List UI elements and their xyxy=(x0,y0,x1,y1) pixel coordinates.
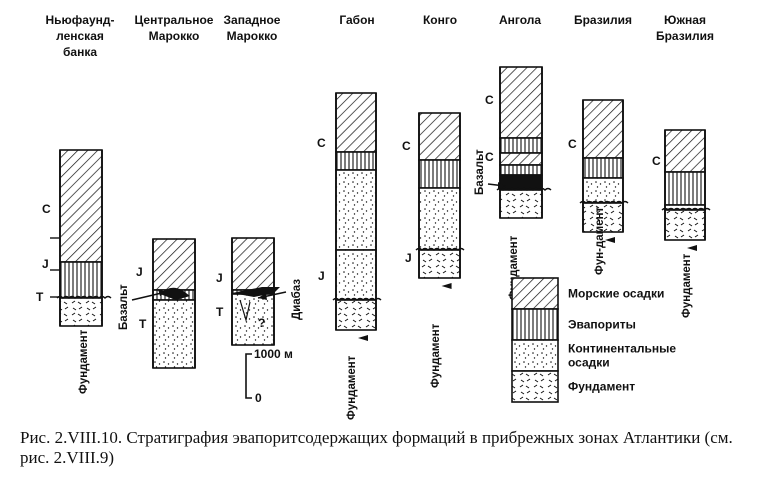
layer-basement xyxy=(335,299,377,331)
layer-continental xyxy=(152,299,196,369)
extra-label-angola: Базальт xyxy=(474,149,486,195)
basalt-arrow xyxy=(131,287,190,301)
age-label: J xyxy=(405,251,412,265)
layer-continental xyxy=(335,249,377,301)
layer-continental xyxy=(335,169,377,251)
age-label: C xyxy=(485,93,494,107)
column-title-brazil: Бразилия xyxy=(574,13,632,27)
legend-swatch-marine xyxy=(511,277,559,310)
column-title-newfoundland: ленская xyxy=(56,29,104,43)
column-title-south_brazil: Южная xyxy=(664,13,706,27)
legend-label-continental: осадки xyxy=(568,356,610,370)
scale-top-label: 1000 м xyxy=(254,347,293,361)
column-title-central_morocco: Центральное xyxy=(135,13,214,27)
layer-evaporite xyxy=(335,151,377,171)
layer-marine xyxy=(231,237,275,291)
layer-evaporite xyxy=(418,159,461,189)
layer-marine xyxy=(59,149,103,263)
age-label: C xyxy=(568,137,577,151)
layer-marine xyxy=(152,238,196,291)
layer-basement xyxy=(418,249,461,279)
side-label-central_morocco: Базальт xyxy=(118,284,130,330)
unconformity-line xyxy=(332,297,382,301)
diabase-arrow xyxy=(232,287,287,323)
scale-bottom-label: 0 xyxy=(255,391,262,405)
legend-swatch-evaporite xyxy=(511,308,559,341)
layer-evaporite xyxy=(582,157,624,179)
side-label-gabon: Фундамент xyxy=(346,355,358,420)
column-title-western_morocco: Марокко xyxy=(227,29,278,43)
layer-evaporite xyxy=(664,171,706,206)
layer-marine xyxy=(418,112,461,161)
layer-marine xyxy=(582,99,624,159)
layer-basement xyxy=(664,209,706,241)
arrow-marker xyxy=(441,283,452,289)
legend: Морские осадкиЭвапоритыКонтинентальныеос… xyxy=(511,277,676,403)
layer-continental xyxy=(231,293,275,346)
column-title-south_brazil: Бразилия xyxy=(656,29,714,43)
legend-label-continental: Континентальные xyxy=(568,342,676,356)
legend-swatch-basement xyxy=(511,370,559,403)
unconformity-line xyxy=(415,247,465,251)
side-label-brazil: Фун-дамент xyxy=(594,206,606,275)
legend-swatch-continental xyxy=(511,339,559,372)
layer-basement xyxy=(59,297,103,327)
layer-marine xyxy=(335,92,377,153)
age-label: C xyxy=(652,154,661,168)
column-title-angola: Ангола xyxy=(499,13,541,27)
arrow-marker xyxy=(358,335,368,341)
legend-label-basement: Фундамент xyxy=(568,380,635,394)
unconformity-line xyxy=(661,207,711,211)
unconformity-line xyxy=(579,200,629,204)
side-label-congo: Фундамент xyxy=(430,323,442,388)
age-label: ? xyxy=(258,316,265,330)
layer-evaporite xyxy=(59,261,103,299)
age-label: J xyxy=(42,257,49,271)
angola-basalt-arrow xyxy=(487,182,506,190)
age-label: C xyxy=(317,136,326,150)
figure-caption: Рис. 2.VIII.10. Стратиграфия эвапоритсод… xyxy=(20,428,733,467)
age-label: T xyxy=(36,290,44,304)
legend-label-marine: Морские осадки xyxy=(568,287,664,301)
layer-marine xyxy=(499,66,543,139)
age-label: C xyxy=(42,202,51,216)
age-label: J xyxy=(136,265,143,279)
column-title-central_morocco: Марокко xyxy=(149,29,200,43)
layer-marine xyxy=(664,129,706,173)
layer-marine xyxy=(499,152,543,166)
layer-continental xyxy=(418,187,461,251)
layer-evaporite xyxy=(499,137,543,154)
age-label: C xyxy=(485,150,494,164)
arrow-marker xyxy=(687,245,697,251)
layer-basalt xyxy=(499,174,543,191)
layer-basement xyxy=(499,189,543,219)
column-title-congo: Конго xyxy=(423,13,457,27)
side-label-western_morocco: Диабаз xyxy=(291,279,303,320)
layer-continental xyxy=(582,177,624,204)
age-label: T xyxy=(216,305,224,319)
age-label: J xyxy=(216,271,223,285)
column-title-newfoundland: банка xyxy=(63,45,97,59)
column-title-gabon: Габон xyxy=(339,13,374,27)
column-title-newfoundland: Ньюфаунд- xyxy=(46,13,115,27)
age-label: T xyxy=(139,317,147,331)
layer-evaporite xyxy=(499,164,543,176)
column-title-western_morocco: Западное xyxy=(224,13,281,27)
side-label-south_brazil: Фундамент xyxy=(681,253,693,318)
legend-label-evaporite: Эвапориты xyxy=(568,318,636,332)
age-label: C xyxy=(402,139,411,153)
arrow-marker xyxy=(605,237,615,243)
age-label: J xyxy=(318,269,325,283)
side-label-newfoundland: Фундамент xyxy=(78,329,90,394)
scale-bar: 1000 м 0 xyxy=(245,347,293,405)
